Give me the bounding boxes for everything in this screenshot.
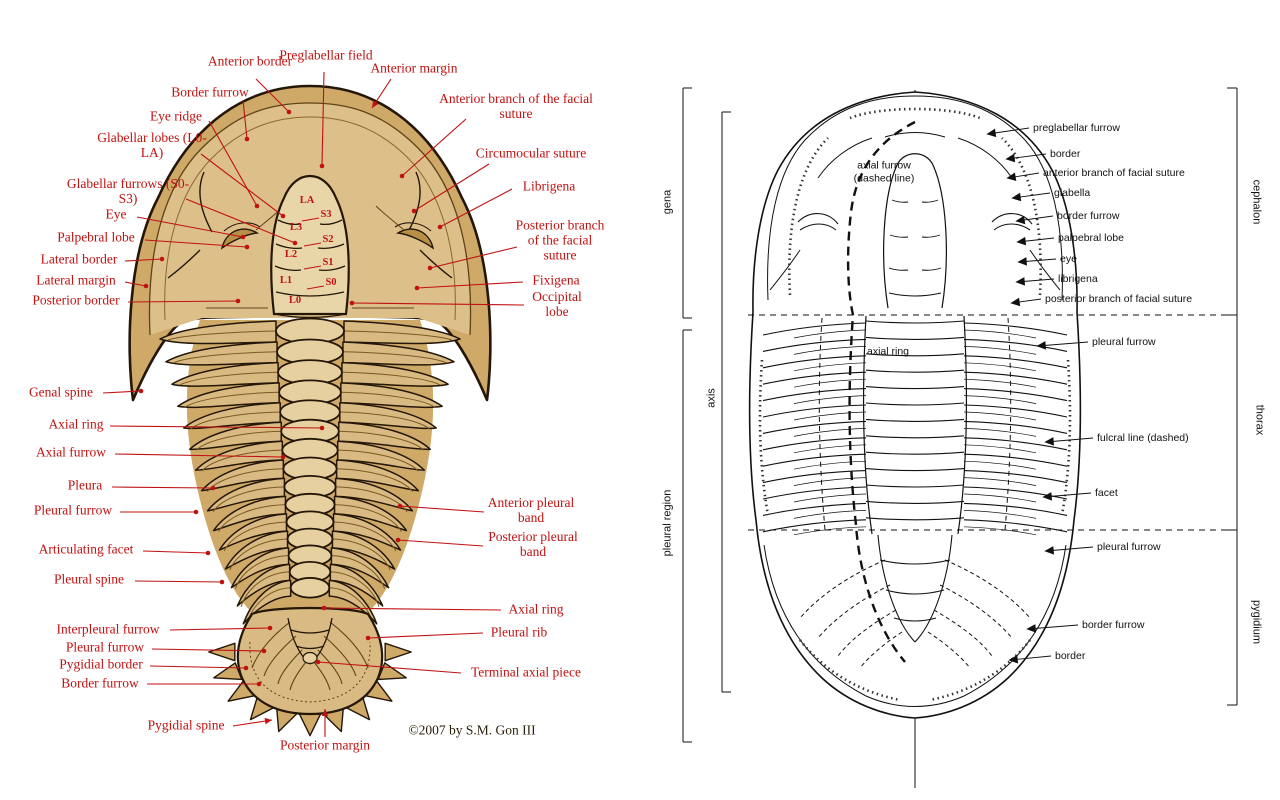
right-trilobite-illustration (682, 87, 1238, 788)
left-trilobite-illustration (102, 71, 525, 737)
